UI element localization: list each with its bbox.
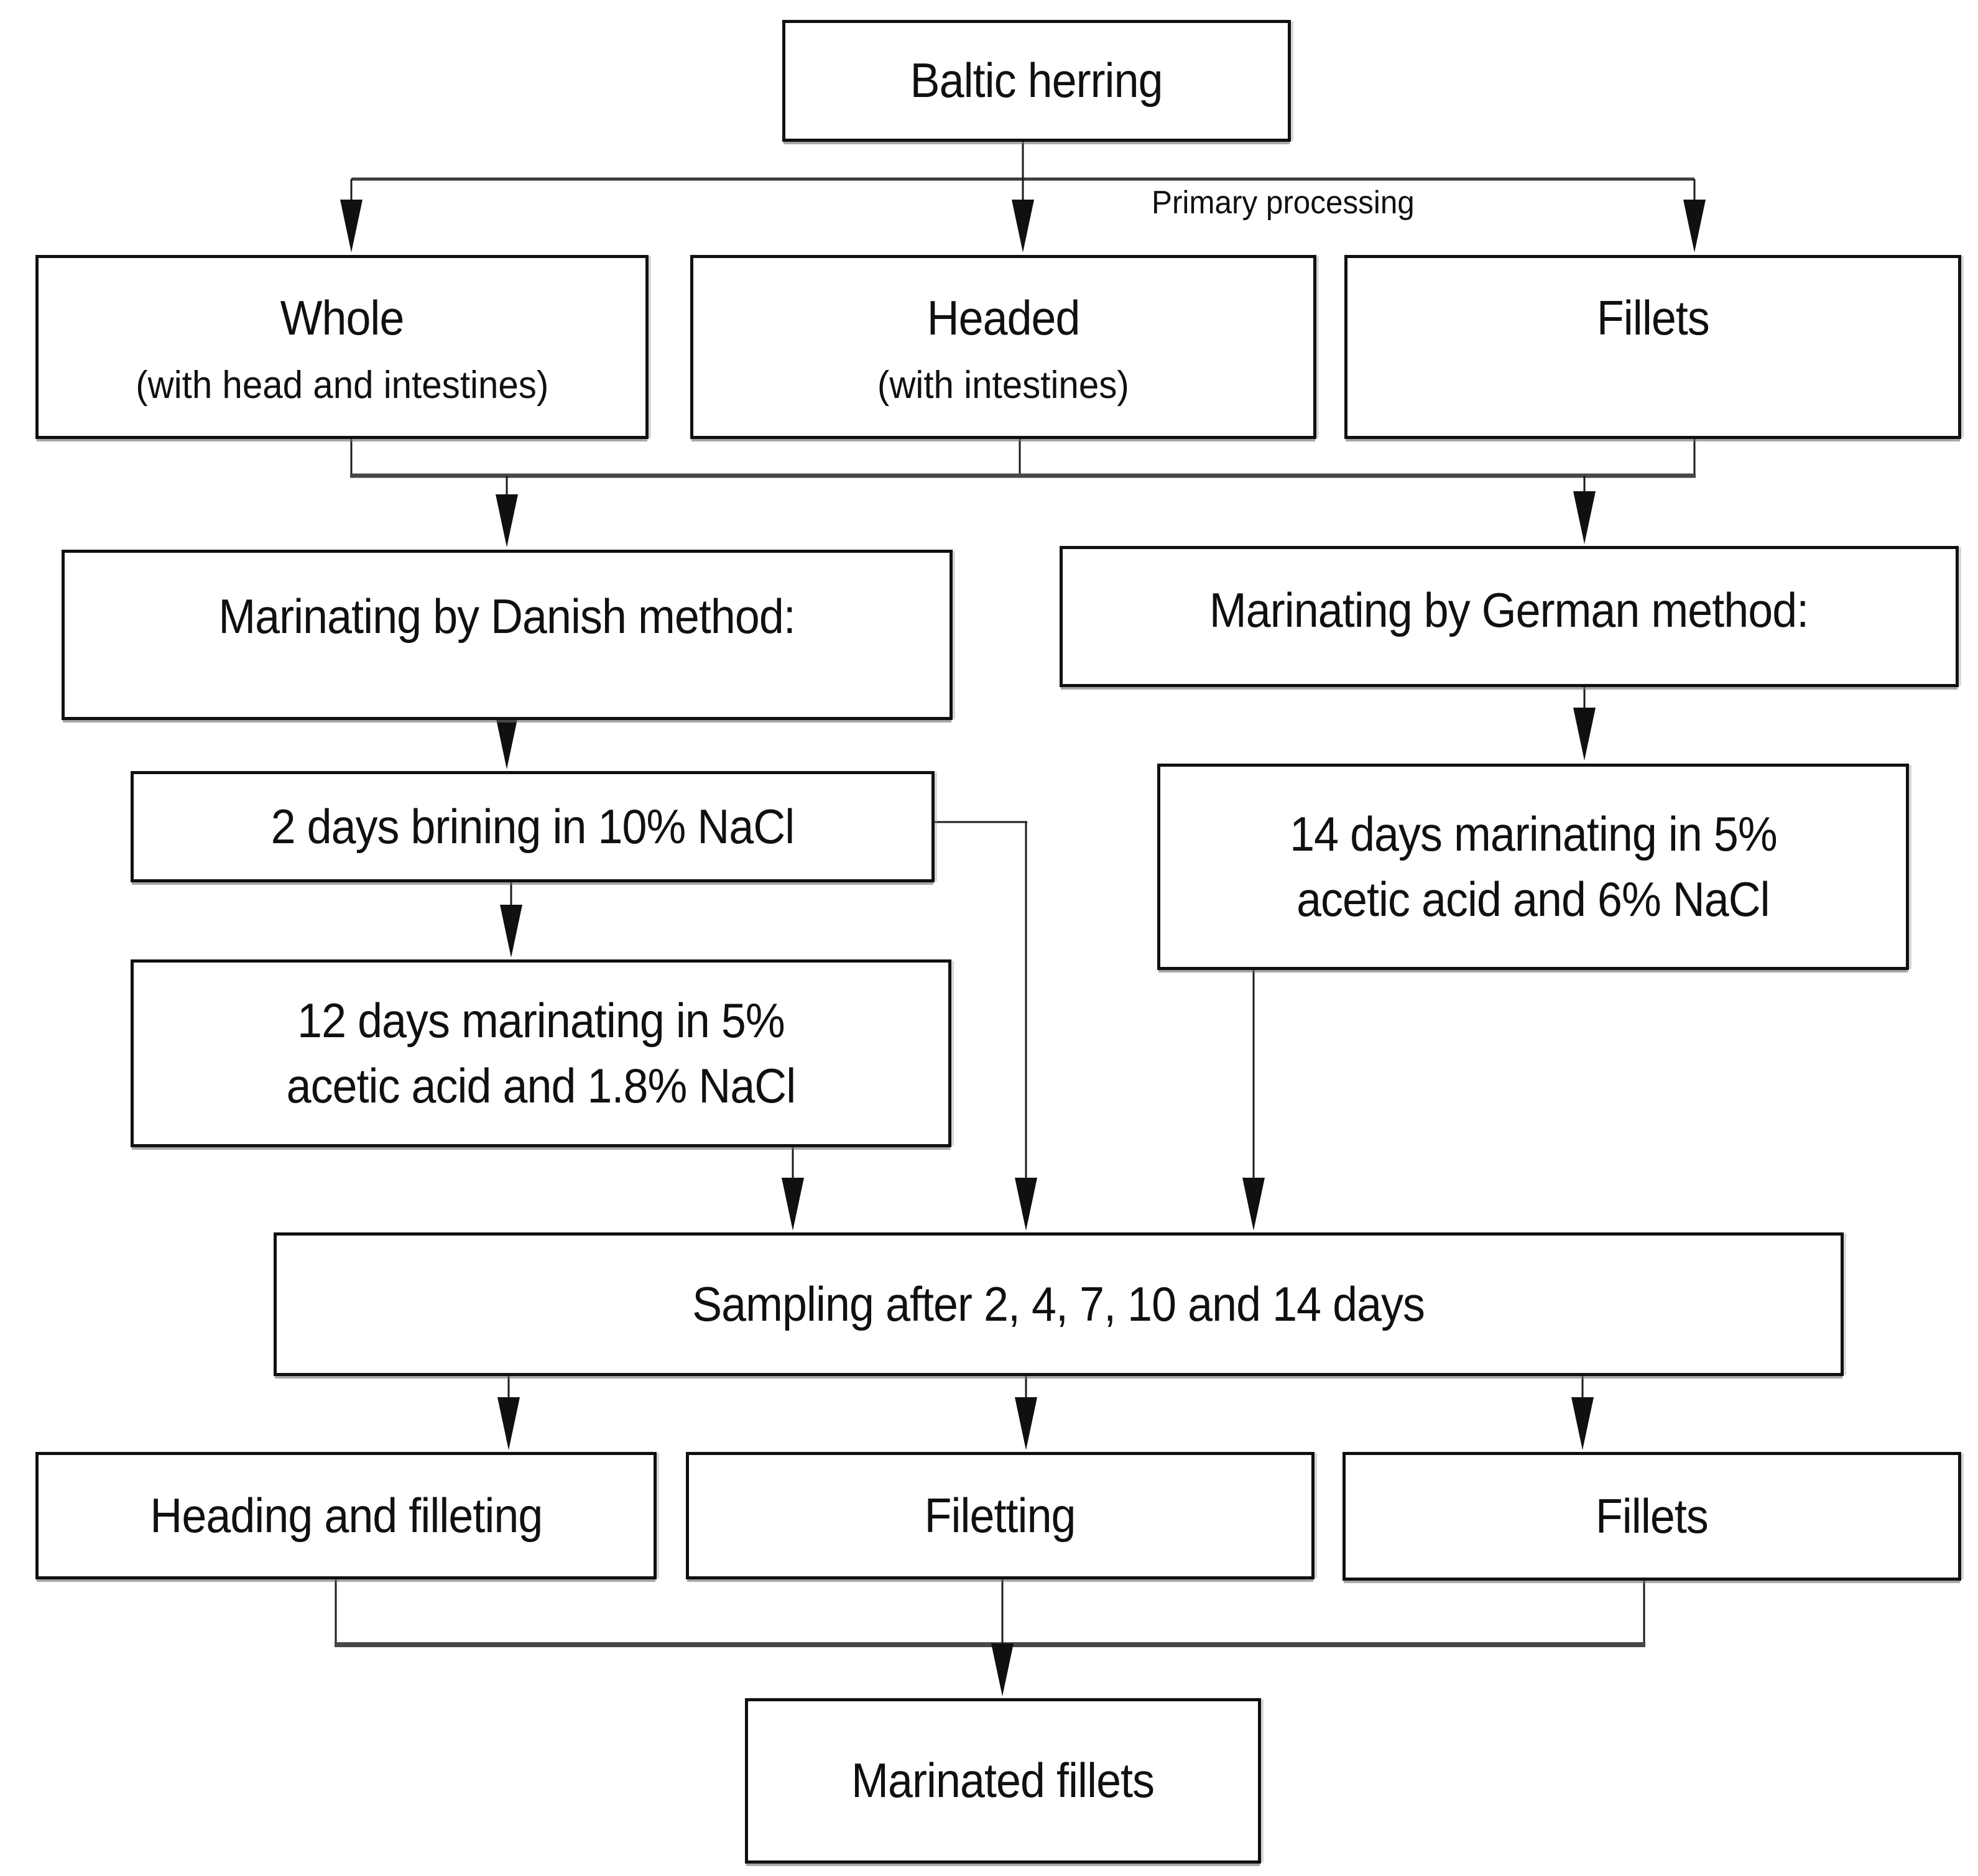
node-marinated-fillets-label: Marinated fillets [851,1753,1155,1808]
arrowhead-down-icon [1573,708,1596,760]
arrowhead-down-icon [500,905,522,958]
node-brining-label: 2 days brining in 10% NaCl [270,798,795,854]
node-danish-method-label: Marinating by Danish method: [218,589,796,644]
node-german-marinating-line2: acetic acid and 6% NaCl [1296,872,1770,926]
arrowhead-down-icon [1573,491,1596,544]
node-whole-sublabel: (with head and intestines) [135,364,549,407]
arrowhead-down-icon [1015,1397,1037,1450]
arrowhead-down-icon [1015,1178,1037,1231]
node-danish-marinating-line1: 12 days marinating in 5% [297,992,785,1048]
node-fillets-top-label: Fillets [1596,290,1710,345]
arrowhead-down-icon [782,1178,804,1231]
arrowhead-down-icon [1242,1178,1265,1231]
node-baltic-herring-label: Baltic herring [910,53,1163,108]
node-sampling-label: Sampling after 2, 4, 7, 10 and 14 days [692,1276,1426,1331]
node-fillets-bottom-label: Fillets [1596,1488,1709,1543]
node-sampling: Sampling after 2, 4, 7, 10 and 14 days [274,1232,1844,1376]
arrowhead-down-icon [496,716,518,769]
node-german-method-label: Marinating by German method: [1209,583,1809,637]
node-german-marinating-line1: 14 days marinating in 5% [1289,806,1778,861]
node-headed-label: Headed [927,290,1081,345]
node-headed: Headed (with intestines) [690,255,1316,439]
arrowhead-down-icon [991,1643,1014,1696]
node-fillets-top: Fillets [1344,255,1961,439]
node-headed-sublabel: (with intestines) [877,364,1129,407]
node-whole: Whole (with head and intestines) [35,255,649,439]
arrowhead-down-icon [496,494,518,547]
node-danish-marinating: 12 days marinating in 5% acetic acid and… [131,959,951,1147]
node-german-marinating: 14 days marinating in 5% acetic acid and… [1157,764,1909,970]
node-danish-marinating-line2: acetic acid and 1.8% NaCl [286,1058,797,1113]
node-heading-filleting-label: Heading and filleting [150,1487,543,1543]
arrowhead-down-icon [497,1397,520,1450]
node-heading-filleting: Heading and filleting [35,1452,657,1579]
node-marinated-fillets: Marinated fillets [745,1698,1261,1864]
node-brining: 2 days brining in 10% NaCl [131,771,935,882]
arrowhead-down-icon [340,200,363,252]
arrowhead-down-icon [1012,200,1034,252]
arrowhead-down-icon [1683,200,1706,252]
arrowhead-down-icon [1571,1397,1594,1450]
node-danish-method: Marinating by Danish method: [62,550,953,720]
node-baltic-herring: Baltic herring [782,20,1291,142]
node-german-method: Marinating by German method: [1060,546,1959,687]
node-fillets-bottom: Fillets [1343,1452,1961,1581]
node-filetting-label: Filetting [925,1487,1076,1543]
node-filetting: Filetting [686,1452,1315,1579]
node-whole-label: Whole [280,290,405,345]
primary-processing-annotation: Primary processing [1152,185,1415,221]
